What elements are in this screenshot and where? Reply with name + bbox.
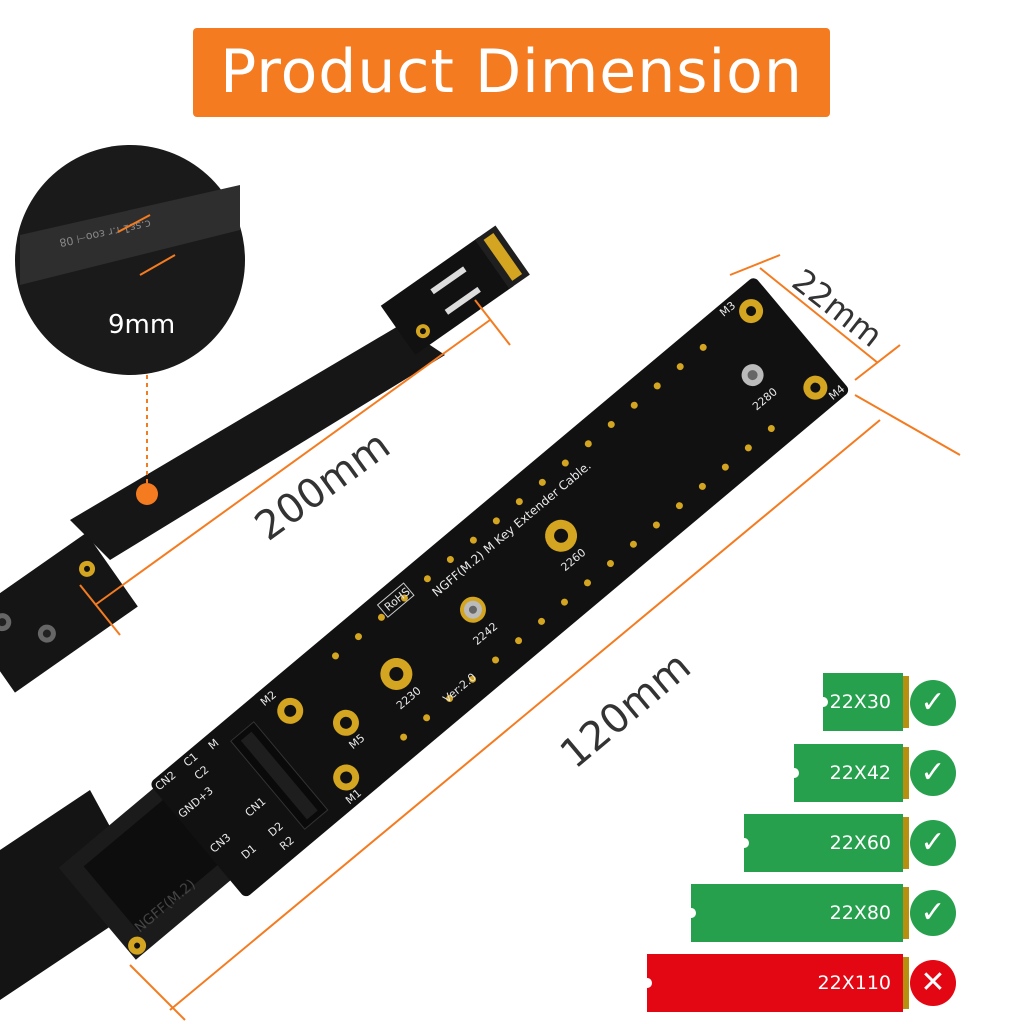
via — [400, 594, 408, 602]
via — [629, 540, 637, 548]
via — [331, 652, 339, 660]
size-card-2280: 22X80 — [687, 884, 909, 942]
via — [446, 555, 454, 563]
via — [515, 637, 523, 645]
callout-dot — [136, 483, 158, 505]
ribbon-cable — [0, 225, 530, 693]
via — [561, 459, 569, 467]
check-icon: ✓ — [910, 680, 956, 726]
size-label: 22X30 — [829, 691, 891, 713]
via — [492, 656, 500, 664]
via — [652, 521, 660, 529]
via — [469, 536, 477, 544]
via — [515, 498, 523, 506]
via — [469, 675, 477, 683]
via — [767, 425, 775, 433]
via — [584, 440, 592, 448]
via — [606, 560, 614, 568]
check-icon: ✓ — [910, 890, 956, 936]
check-icon: ✓ — [910, 750, 956, 796]
dimension-lines — [79, 254, 961, 1021]
via — [446, 695, 454, 703]
size-card-2242: 22X42 — [790, 744, 909, 802]
via — [653, 382, 661, 390]
via — [698, 482, 706, 490]
via — [538, 478, 546, 486]
via — [699, 343, 707, 351]
via — [561, 598, 569, 606]
size-label: 22X42 — [829, 762, 891, 784]
size-label: 22X80 — [829, 902, 891, 924]
via — [354, 633, 362, 641]
via — [400, 733, 408, 741]
via — [675, 502, 683, 510]
via — [423, 714, 431, 722]
via — [607, 420, 615, 428]
board-length-label: 120mm — [552, 643, 700, 777]
inset-label: 9mm — [108, 310, 175, 340]
via — [744, 444, 752, 452]
via — [583, 579, 591, 587]
size-label: 22X110 — [817, 972, 891, 994]
size-card-2260: 22X60 — [740, 814, 909, 872]
extender-board: M2 M5 M1 2230 2242 2260 2280 M3 M4 NGFF(… — [151, 278, 849, 897]
via — [423, 575, 431, 583]
via — [630, 401, 638, 409]
via — [538, 617, 546, 625]
via — [377, 613, 385, 621]
via-grid — [331, 343, 775, 741]
cable-width-inset: c.sɛ1 r.r ɛoo⊣ 08 9mm — [15, 145, 245, 505]
via — [676, 363, 684, 371]
rohs-mark — [376, 582, 415, 618]
cross-icon: ✕ — [910, 960, 956, 1006]
size-card-22110: 22X110 — [643, 954, 909, 1012]
check-icon: ✓ — [910, 820, 956, 866]
via — [721, 463, 729, 471]
page-title: Product Dimension — [193, 28, 830, 117]
size-card-2230: 22X30 — [819, 673, 909, 731]
via — [492, 517, 500, 525]
size-label: 22X60 — [829, 832, 891, 854]
